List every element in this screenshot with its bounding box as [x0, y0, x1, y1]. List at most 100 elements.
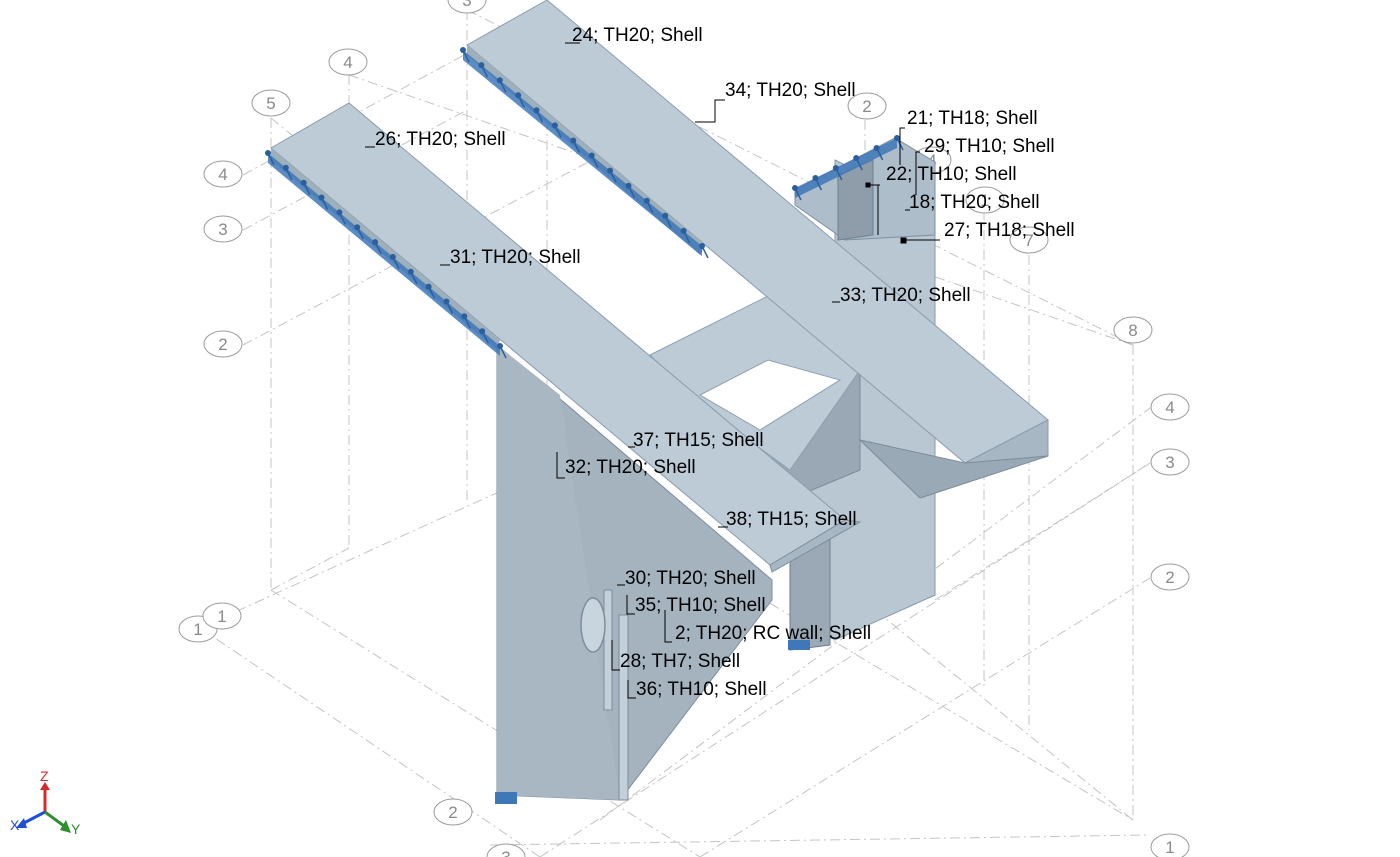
axis-z-label: Z	[40, 768, 49, 784]
grid-bubble: 1	[202, 602, 242, 630]
support-leg	[572, 140, 580, 153]
support-leg	[814, 177, 823, 191]
grid-bubble-text: 4	[1165, 398, 1174, 417]
grid-bubble: 4	[1150, 393, 1190, 421]
supports-row-right	[460, 47, 709, 259]
support-leg	[609, 170, 617, 183]
grid-bubble-text: 1	[193, 620, 202, 639]
axis-y-label: Y	[71, 821, 81, 837]
support-leg	[682, 230, 691, 244]
grid-bubble: 5	[251, 89, 291, 117]
label-30[interactable]: 30; TH20; Shell	[625, 568, 756, 589]
support-leg	[338, 212, 347, 225]
grid-bubble: 2	[203, 330, 243, 358]
support-leg	[481, 330, 489, 344]
support-leg	[554, 125, 562, 138]
label-26[interactable]: 26; TH20; Shell	[375, 129, 506, 150]
support-leg	[701, 245, 709, 259]
label-27[interactable]: 27; TH18; Shell	[944, 220, 1075, 241]
label-32[interactable]: 32; TH20; Shell	[565, 457, 696, 478]
grid-bubble-text: 7	[1024, 231, 1033, 250]
support-leg	[517, 94, 525, 108]
grid-bubble-text: 3	[218, 220, 227, 239]
supports-row-upper-box	[792, 135, 904, 201]
label-35[interactable]: 35; TH10; Shell	[635, 595, 766, 616]
grid-bubble-text: 2	[862, 97, 871, 116]
grid-bubble-text: 4	[343, 53, 352, 72]
support-leg	[855, 157, 863, 171]
grid-bubble-text: 3	[1165, 453, 1174, 472]
support-leg	[627, 185, 636, 199]
support-leg	[646, 200, 654, 214]
support-leg	[462, 49, 470, 63]
right-column-support[interactable]	[788, 640, 810, 650]
label-24[interactable]: 24; TH20; Shell	[572, 25, 703, 46]
support-leg	[427, 286, 436, 299]
label-31[interactable]: 31; TH20; Shell	[450, 247, 581, 268]
label-22[interactable]: 22; TH10; Shell	[886, 164, 1017, 185]
thin-wall-28[interactable]	[603, 589, 613, 711]
grid-bubble: 3	[203, 215, 243, 243]
panel-labels	[365, 42, 940, 699]
axis-x-label: X	[10, 817, 20, 833]
rc-wall-2-shade[interactable]	[497, 345, 620, 800]
grid-bubble-text: 8	[1128, 321, 1137, 340]
label-33[interactable]: 33; TH20; Shell	[840, 285, 971, 306]
grid-bubble: 1	[1150, 833, 1190, 857]
structure-model	[265, 0, 1049, 804]
support-leg	[320, 197, 329, 210]
grid-bubble-text: 3	[501, 848, 510, 857]
label-28[interactable]: 28; TH7; Shell	[620, 651, 740, 672]
support-leg	[463, 315, 471, 329]
grid-bubble-text: 3	[462, 0, 471, 10]
support-leg	[794, 187, 802, 201]
support-leg	[392, 256, 400, 270]
support-band	[268, 153, 500, 356]
grid-bubble-text: 1	[980, 191, 989, 210]
label-2[interactable]: 2; TH20; RC wall; Shell	[675, 623, 871, 644]
slab-31-edge[interactable]	[769, 519, 862, 573]
label-36[interactable]: 36; TH10; Shell	[636, 679, 767, 700]
wall-2-support[interactable]	[495, 792, 517, 804]
slab-34-underhang[interactable]	[858, 439, 1049, 499]
support-leg	[267, 152, 275, 166]
support-band	[795, 138, 897, 198]
grid-bubble: 1	[965, 186, 1005, 214]
support-leg	[445, 301, 454, 314]
support-leg	[875, 147, 884, 161]
supports-row-left	[265, 150, 507, 359]
grid-bubble: 8	[1113, 316, 1153, 344]
grid-bubble-text: 5	[266, 94, 275, 113]
support-leg	[374, 241, 382, 255]
support-band	[463, 50, 702, 256]
support-leg	[664, 215, 672, 229]
label-21[interactable]: 21; TH18; Shell	[907, 108, 1038, 129]
wall-opening[interactable]	[580, 597, 606, 653]
middle-slab-opening[interactable]	[698, 359, 842, 431]
support-leg	[410, 271, 418, 285]
label-29[interactable]: 29; TH10; Shell	[924, 136, 1055, 157]
grid-bubble: 4	[328, 48, 368, 76]
grid-bubble: 2	[1150, 563, 1190, 591]
grid-bubble-text: 2	[218, 335, 227, 354]
grid-bubble: 7	[1009, 226, 1049, 254]
y-arrow-icon	[60, 820, 71, 833]
thin-wall-35[interactable]	[618, 614, 629, 801]
z-arrow-icon	[40, 782, 50, 790]
label-34[interactable]: 34; TH20; Shell	[725, 80, 856, 101]
grid-bubble-text: 2	[448, 803, 457, 822]
label-18[interactable]: 18; TH20; Shell	[909, 192, 1040, 213]
axis-triad: Z X Y	[10, 768, 81, 837]
support-leg	[303, 182, 311, 196]
label-37[interactable]: 37; TH15; Shell	[633, 430, 764, 451]
label-38[interactable]: 38; TH15; Shell	[726, 509, 857, 530]
support-leg	[499, 79, 507, 93]
x-arrow-icon	[16, 818, 27, 828]
grid-bubble: 2	[433, 798, 473, 826]
grid-bubble: 4	[203, 160, 243, 188]
support-leg	[356, 226, 364, 240]
grid-bubble-text: 2	[1165, 568, 1174, 587]
grid-bubble-text: 1	[217, 607, 226, 626]
